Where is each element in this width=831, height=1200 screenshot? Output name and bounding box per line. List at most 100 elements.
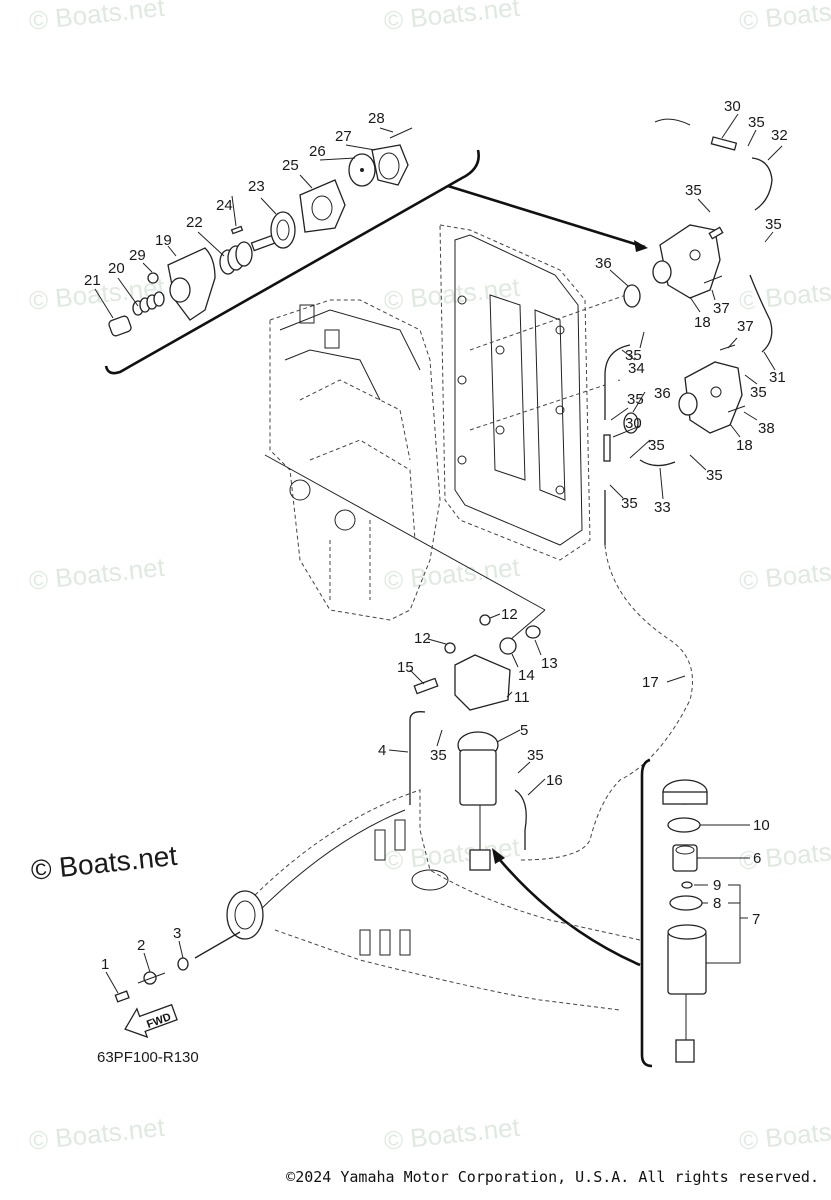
pointer-arrow-upper (447, 184, 646, 249)
arrowhead-icon (634, 240, 648, 252)
guide-line (264, 454, 546, 611)
shaft (194, 931, 241, 959)
callout-label: 22 (186, 214, 203, 231)
callout-label: 35 (625, 347, 642, 364)
callout-label: 13 (541, 655, 558, 672)
group-bracket-upper (104, 149, 480, 375)
part-11-bracket (454, 654, 511, 711)
fuel-pump-upper (623, 224, 724, 308)
part-21-collar (108, 315, 132, 337)
callout-label: 37 (737, 318, 754, 335)
cylinder-block (269, 299, 441, 621)
callout-label: 26 (309, 143, 326, 160)
fuel-line-17 (519, 544, 693, 861)
callout-label: 36 (595, 255, 612, 272)
callout-label: 9 (713, 877, 721, 894)
detail-bracket (640, 758, 653, 1068)
part-30-joint-lower (603, 434, 611, 462)
part-28-screw (389, 127, 413, 139)
watermark: © Boats.net (737, 832, 831, 876)
callout-label: 5 (520, 722, 528, 739)
guide-line (469, 289, 641, 351)
pressure-valve-assembly (108, 127, 413, 337)
callout-label: 12 (501, 606, 518, 623)
hose-33 (639, 459, 676, 467)
bottom-cowling (194, 789, 641, 1011)
part-27-plate (371, 144, 409, 186)
part-12-bolt (444, 642, 456, 654)
callout-label: 17 (642, 674, 659, 691)
callout-label: 12 (414, 630, 431, 647)
callout-label: 6 (753, 850, 761, 867)
hose-31 (749, 274, 773, 353)
callout-label: 33 (654, 499, 671, 516)
part-36-oring (623, 284, 641, 308)
callout-label: 35 (648, 437, 665, 454)
callout-label: 1 (101, 956, 109, 973)
callout-label: 35 (621, 495, 638, 512)
diagram-code: 63PF100-R130 (97, 1049, 199, 1066)
callout-label: 35 (527, 747, 544, 764)
callout-label: 15 (397, 659, 414, 676)
filter-detail-exploded (662, 779, 750, 1063)
arrowhead-icon (492, 848, 505, 864)
watermark: © Boats.net (382, 0, 521, 36)
fwd-arrow: FWD (124, 1003, 178, 1039)
watermark: © Boats.net (382, 1112, 521, 1156)
callout-label: 2 (137, 937, 145, 954)
watermark: © Boats.net (382, 272, 521, 316)
callout-label: 35 (750, 384, 767, 401)
part-12-bolt (479, 614, 491, 626)
part-2-fitting-body (137, 972, 166, 984)
part-10-oring (667, 817, 701, 833)
callout-label: 38 (758, 420, 775, 437)
part-22-spring (219, 241, 253, 275)
cylinder-head (439, 224, 591, 561)
callout-label: 31 (769, 369, 786, 386)
callout-label: 32 (771, 127, 788, 144)
part-23-diaphragm (270, 211, 296, 249)
callout-label: 8 (713, 895, 721, 912)
part-9-clip (681, 881, 693, 889)
callout-label: 28 (368, 110, 385, 127)
watermark: © Boats.net (737, 552, 831, 596)
callout-label: 30 (724, 98, 741, 115)
part-1-screw (114, 990, 130, 1003)
part-25-cover (299, 179, 346, 233)
hose-4 (409, 711, 426, 805)
callout-label: 16 (546, 772, 563, 789)
callout-label: 14 (518, 667, 535, 684)
part-30-joint-upper (710, 136, 738, 151)
callout-label: 37 (713, 300, 730, 317)
boats-net-logo: © Boats.net (29, 840, 178, 886)
callout-label: 4 (378, 742, 386, 759)
detail-connector (675, 1039, 695, 1063)
leader-lines (94, 113, 783, 994)
callout-label: 21 (84, 272, 101, 289)
fuel-pump-lower (623, 344, 746, 434)
watermark: © Boats.net (737, 1112, 831, 1156)
fuel-filter-assembly (409, 614, 541, 871)
callout-label: 35 (627, 391, 644, 408)
callout-label: 25 (282, 157, 299, 174)
part-15-bolt (413, 677, 439, 695)
callout-label: 35 (685, 182, 702, 199)
hose-16 (514, 789, 527, 850)
part-8-float (669, 895, 703, 911)
callout-label: 36 (654, 385, 671, 402)
callout-label: 29 (129, 247, 146, 264)
part-29-nut (147, 272, 159, 284)
part-14-grommet (499, 637, 517, 655)
copyright-notice: ©2024 Yamaha Motor Corporation, U.S.A. A… (286, 1168, 819, 1186)
watermark: © Boats.net (737, 0, 831, 36)
part-3-nut (177, 957, 189, 971)
part-5-filter-bowl (459, 749, 497, 806)
guide-line (509, 609, 546, 641)
callout-label: 18 (736, 437, 753, 454)
part-7-bowl (667, 931, 707, 995)
callout-label: 35 (706, 467, 723, 484)
steering-hub (226, 890, 264, 940)
callout-label: 20 (108, 260, 125, 277)
watermark: © Boats.net (382, 832, 521, 876)
